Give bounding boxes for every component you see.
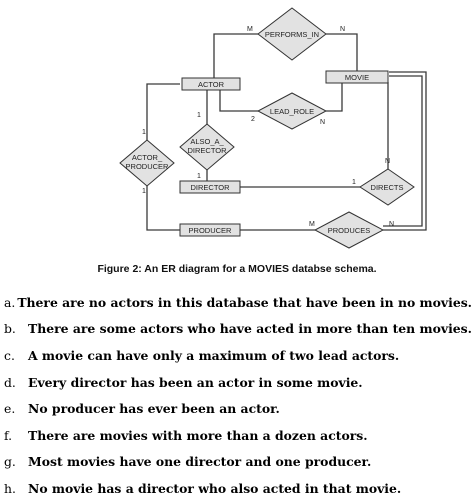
statement-h: h. No movie has a director who also acted… bbox=[4, 475, 472, 502]
line-lead-role-movie bbox=[326, 82, 343, 112]
entity-actor: ACTOR bbox=[181, 77, 241, 91]
relationship-directs: DIRECTS bbox=[359, 168, 415, 206]
statement-letter: a. bbox=[4, 294, 16, 310]
card-produces-movie: N bbox=[389, 221, 394, 228]
statement-letter: f. bbox=[4, 427, 13, 443]
statement-text: No producer has ever been an actor. bbox=[28, 401, 280, 417]
statement-text: There are no actors in this database tha… bbox=[17, 294, 472, 310]
statement-text: Every director has been an actor in some… bbox=[28, 374, 363, 390]
relationship-actor-producer-line1: ACTOR_ bbox=[132, 153, 163, 162]
statement-letter: d. bbox=[4, 374, 16, 390]
statement-letter: g. bbox=[4, 454, 16, 470]
statement-text: No movie has a director who also acted i… bbox=[28, 480, 402, 496]
statement-letter: c. bbox=[4, 347, 15, 363]
statement-f: f. There are movies with more than a doze… bbox=[4, 422, 472, 449]
relationship-actor-producer-line2: PRODUCER bbox=[126, 162, 170, 171]
relationship-also-a-director: ALSO_A_ DIRECTOR bbox=[179, 123, 235, 171]
relationship-lead-role: LEAD_ROLE bbox=[256, 92, 328, 130]
card-lead-role-actor: 2 bbox=[251, 116, 255, 123]
line-performs-in-movie bbox=[326, 33, 358, 71]
line-actor-producer-producer bbox=[146, 186, 180, 231]
statement-list: a.There are no actors in this database t… bbox=[4, 289, 472, 502]
relationship-performs-in: PERFORMS_IN bbox=[257, 7, 327, 61]
card-directs-director: 1 bbox=[352, 179, 356, 186]
line-actor-actor-producer bbox=[146, 83, 180, 140]
line-produces-movie-inner bbox=[383, 75, 423, 227]
relationship-also-a-director-line2: DIRECTOR bbox=[187, 146, 227, 155]
entity-producer-label: PRODUCER bbox=[189, 226, 233, 235]
statement-g: g. Most movies have one director and one … bbox=[4, 449, 472, 476]
entity-movie: MOVIE bbox=[325, 70, 389, 84]
statement-a: a.There are no actors in this database t… bbox=[4, 289, 472, 316]
relationship-produces: PRODUCES bbox=[313, 211, 385, 249]
card-performs-in-actor: M bbox=[247, 26, 253, 33]
entity-producer: PRODUCER bbox=[179, 223, 241, 237]
statement-e: e. No producer has ever been an actor. bbox=[4, 395, 472, 422]
relationship-produces-label: PRODUCES bbox=[328, 226, 371, 235]
entity-actor-label: ACTOR bbox=[198, 80, 225, 89]
card-also-director-director: 1 bbox=[197, 173, 201, 180]
statement-b: b. There are some actors who have acted i… bbox=[4, 316, 472, 343]
statement-text: Most movies have one director and one pr… bbox=[28, 454, 372, 470]
entity-movie-label: MOVIE bbox=[345, 73, 369, 82]
statement-text: There are movies with more than a dozen … bbox=[28, 427, 368, 443]
line-produces-movie-outer bbox=[383, 71, 427, 231]
card-lead-role-movie: N bbox=[320, 119, 325, 126]
relationship-directs-label: DIRECTS bbox=[371, 183, 404, 192]
relationship-performs-in-label: PERFORMS_IN bbox=[265, 30, 319, 39]
card-produces-producer: M bbox=[309, 221, 315, 228]
statement-d: d. Every director has been an actor in so… bbox=[4, 369, 472, 396]
entity-director: DIRECTOR bbox=[179, 180, 241, 194]
card-also-director-actor: 1 bbox=[197, 112, 201, 119]
statement-text: A movie can have only a maximum of two l… bbox=[28, 347, 400, 363]
entity-director-label: DIRECTOR bbox=[190, 183, 230, 192]
statement-letter: h. bbox=[4, 480, 16, 496]
figure-caption: Figure 2: An ER diagram for a MOVIES dat… bbox=[97, 263, 377, 275]
statement-letter: b. bbox=[4, 321, 16, 337]
line-actor-lead-role bbox=[219, 90, 258, 112]
statement-c: c. A movie can have only a maximum of two… bbox=[4, 342, 472, 369]
line-actor-performs-in bbox=[213, 33, 258, 78]
statement-text: There are some actors who have acted in … bbox=[28, 321, 472, 337]
relationship-also-a-director-line1: ALSO_A_ bbox=[190, 137, 224, 146]
statement-letter: e. bbox=[4, 401, 16, 417]
er-diagram: ACTOR MOVIE DIRECTOR PRODUCER PERFORMS_I… bbox=[119, 7, 427, 249]
relationship-actor-producer: ACTOR_ PRODUCER bbox=[119, 139, 175, 187]
card-directs-movie: N bbox=[385, 158, 390, 165]
card-actor-producer-actor: 1 bbox=[142, 129, 146, 136]
relationship-lead-role-label: LEAD_ROLE bbox=[270, 107, 314, 116]
card-actor-producer-producer: 1 bbox=[142, 188, 146, 195]
card-performs-in-movie: N bbox=[340, 26, 345, 33]
